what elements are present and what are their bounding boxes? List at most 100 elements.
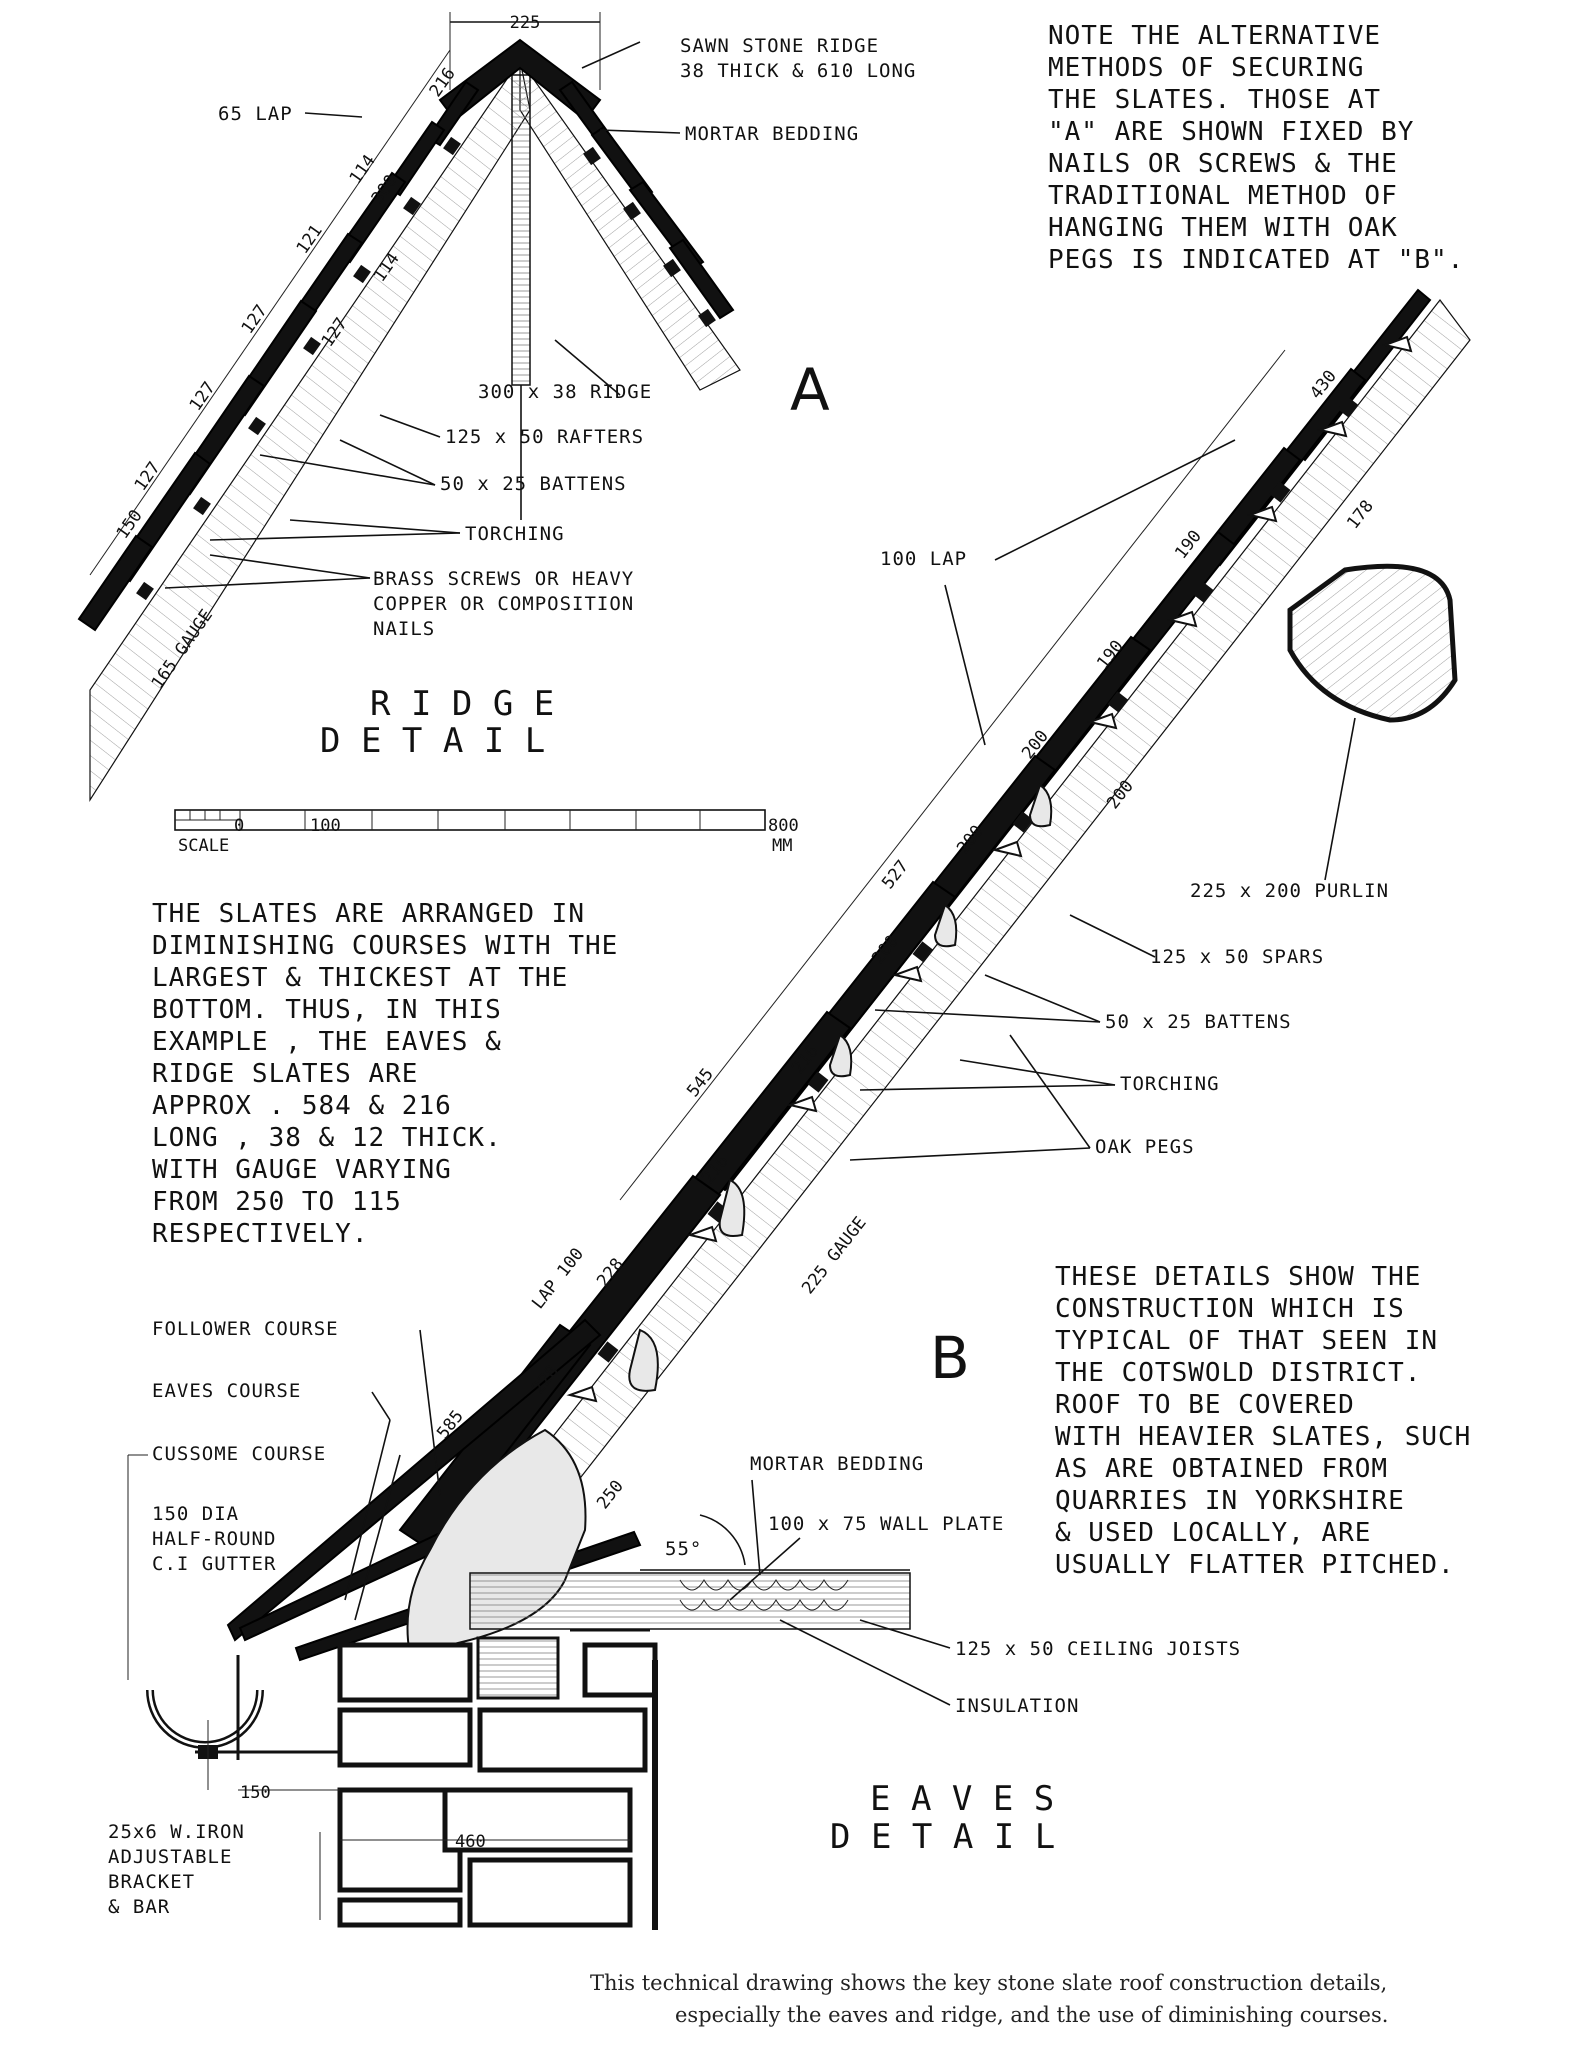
note-bottom-line: CONSTRUCTION WHICH IS	[1055, 1294, 1405, 1324]
label-follower-course: FOLLOWER COURSE	[152, 1318, 339, 1340]
torching	[628, 783, 1053, 1392]
note-bottom-line: & USED LOCALLY, ARE	[1055, 1518, 1371, 1548]
note-bottom-line: THE COTSWOLD DISTRICT.	[1055, 1358, 1421, 1388]
dim-121: 121	[293, 221, 327, 258]
gutter	[146, 1655, 340, 1790]
label-battens-eaves: 50 x 25 BATTENS	[1105, 1011, 1292, 1033]
note-top-line: "A" ARE SHOWN FIXED BY	[1048, 117, 1414, 147]
dim-127-a: 127	[238, 301, 272, 338]
note-bottom-line: USUALLY FLATTER PITCHED.	[1055, 1550, 1455, 1580]
label-fixings-3: NAILS	[373, 618, 435, 640]
eaves-dim-chain	[619, 349, 1286, 1201]
label-insulation: INSULATION	[955, 1695, 1079, 1717]
caption-line-2: especially the eaves and ridge, and the …	[675, 2003, 1388, 2027]
label-gutter-3: C.I GUTTER	[152, 1553, 276, 1575]
note-top-line: METHODS OF SECURING	[1048, 53, 1364, 83]
label-mortar-bedding-eaves: MORTAR BEDDING	[750, 1453, 924, 1475]
wall-plate	[476, 1636, 560, 1700]
label-sawn-stone-ridge-2: 38 THICK & 610 LONG	[680, 60, 916, 82]
label-mortar-bedding-ridge: MORTAR BEDDING	[685, 123, 859, 145]
note-top-line: NOTE THE ALTERNATIVE	[1048, 21, 1381, 51]
label-sawn-stone-ridge-1: SAWN STONE RIDGE	[680, 35, 879, 57]
note-mid-line: THE SLATES ARE ARRANGED IN	[152, 899, 585, 929]
dim-460: 460	[455, 1832, 486, 1852]
marker-b: B	[930, 1324, 970, 1392]
note-bottom-line: AS ARE OBTAINED FROM	[1055, 1454, 1388, 1484]
eaves-battens	[597, 396, 1359, 1363]
note-bottom-line: THESE DETAILS SHOW THE	[1055, 1262, 1421, 1292]
note-mid-line: RIDGE SLATES ARE	[152, 1059, 418, 1089]
marker-a: A	[790, 356, 830, 424]
ridge-board	[511, 74, 531, 386]
label-torching-eaves: TORCHING	[1120, 1073, 1220, 1095]
dim-127-d: 127	[131, 458, 165, 495]
note-mid-line: DIMINISHING COURSES WITH THE	[152, 931, 618, 961]
eaves-detail: 55° 430 178 190 190 200 200 200 200 527 …	[108, 288, 1471, 1930]
label-fixings-2: COPPER OR COMPOSITION	[373, 593, 634, 615]
ridge-detail: 225 SAWN STONE RIDGE 38 THICK & 610 LONG…	[77, 12, 916, 856]
ridge-slates-right	[558, 80, 735, 320]
label-bracket-1: 25x6 W.IRON	[108, 1821, 245, 1843]
dim-114-a: 114	[346, 151, 380, 188]
label-125x50-rafters: 125 x 50 RAFTERS	[445, 426, 644, 448]
purlin	[1287, 563, 1458, 723]
scale-tick-800: 800	[768, 816, 799, 836]
dim-lap-100: LAP 100	[528, 1244, 588, 1313]
note-bottom-line: QUARRIES IN YORKSHIRE	[1055, 1486, 1405, 1516]
eaves-title-2: D E T A I L	[830, 1817, 1055, 1857]
ridge-battens-left	[136, 136, 461, 601]
note-top-line: PEGS IS INDICATED AT "B".	[1048, 245, 1464, 275]
ridge-title-2: D E T A I L	[320, 721, 545, 761]
dim-545: 545	[683, 1065, 718, 1102]
scale-tick-100: 100	[310, 816, 341, 836]
scale-tick-0: 0	[234, 816, 244, 836]
note-top-line: TRADITIONAL METHOD OF	[1048, 181, 1398, 211]
note-diminishing-courses: THE SLATES ARE ARRANGED IN DIMINISHING C…	[152, 899, 618, 1249]
ridge-rafter-right	[519, 58, 741, 391]
caption-line-1: This technical drawing shows the key sto…	[590, 1971, 1387, 1995]
note-mid-line: BOTTOM. THUS, IN THIS	[152, 995, 502, 1025]
label-spars: 125 x 50 SPARS	[1150, 946, 1324, 968]
label-gutter-2: HALF-ROUND	[152, 1528, 276, 1550]
label-fixings-1: BRASS SCREWS OR HEAVY	[373, 568, 634, 590]
ridge-dim-chain	[89, 49, 451, 576]
label-purlin: 225 x 200 PURLIN	[1190, 880, 1389, 902]
ridge-slates-left	[77, 80, 480, 632]
note-mid-line: APPROX . 584 & 216	[152, 1091, 452, 1121]
label-50x25-battens-ridge: 50 x 25 BATTENS	[440, 473, 627, 495]
label-300x38-ridge: 300 x 38 RIDGE	[478, 381, 652, 403]
label-torching-ridge: TORCHING	[465, 523, 565, 545]
note-mid-line: LONG , 38 & 12 THICK.	[152, 1123, 502, 1153]
note-bottom-line: TYPICAL OF THAT SEEN IN	[1055, 1326, 1438, 1356]
label-55-degrees: 55°	[665, 1538, 702, 1560]
label-bracket-2: ADJUSTABLE	[108, 1846, 232, 1868]
scale-bar: SCALE 0 100 800 MM	[174, 809, 799, 856]
note-mid-line: RESPECTIVELY.	[152, 1219, 369, 1249]
label-cussome-course: CUSSOME COURSE	[152, 1443, 326, 1465]
scale-label: SCALE	[178, 836, 229, 856]
ridge-title-1: R I D G E	[370, 684, 554, 724]
dim-225: 225	[510, 13, 541, 33]
note-mid-line: EXAMPLE , THE EAVES &	[152, 1027, 502, 1057]
eaves-title-1: E A V E S	[870, 1779, 1054, 1819]
label-bracket-4: & BAR	[108, 1896, 170, 1918]
dim-225-gauge: 225 GAUGE	[798, 1213, 870, 1298]
dim-178: 178	[1343, 497, 1378, 534]
dim-250: 250	[593, 1477, 628, 1514]
note-mid-line: FROM 250 TO 115	[152, 1187, 402, 1217]
ceiling-joist	[469, 1572, 911, 1630]
note-top-line: NAILS OR SCREWS & THE	[1048, 149, 1398, 179]
dim-150-bracket: 150	[240, 1783, 271, 1803]
label-bracket-3: BRACKET	[108, 1871, 195, 1893]
label-ceiling-joists: 125 x 50 CEILING JOISTS	[955, 1638, 1241, 1660]
note-top-line: THE SLATES. THOSE AT	[1048, 85, 1381, 115]
label-gutter-1: 150 DIA	[152, 1503, 239, 1525]
dim-527: 527	[878, 857, 913, 894]
note-mid-line: LARGEST & THICKEST AT THE	[152, 963, 568, 993]
dim-127-c: 127	[186, 378, 220, 415]
label-wall-plate: 100 x 75 WALL PLATE	[768, 1513, 1004, 1535]
note-bottom-line: WITH HEAVIER SLATES, SUCH	[1055, 1422, 1471, 1452]
ridge-battens-right	[583, 146, 716, 328]
label-oak-pegs: OAK PEGS	[1095, 1136, 1195, 1158]
